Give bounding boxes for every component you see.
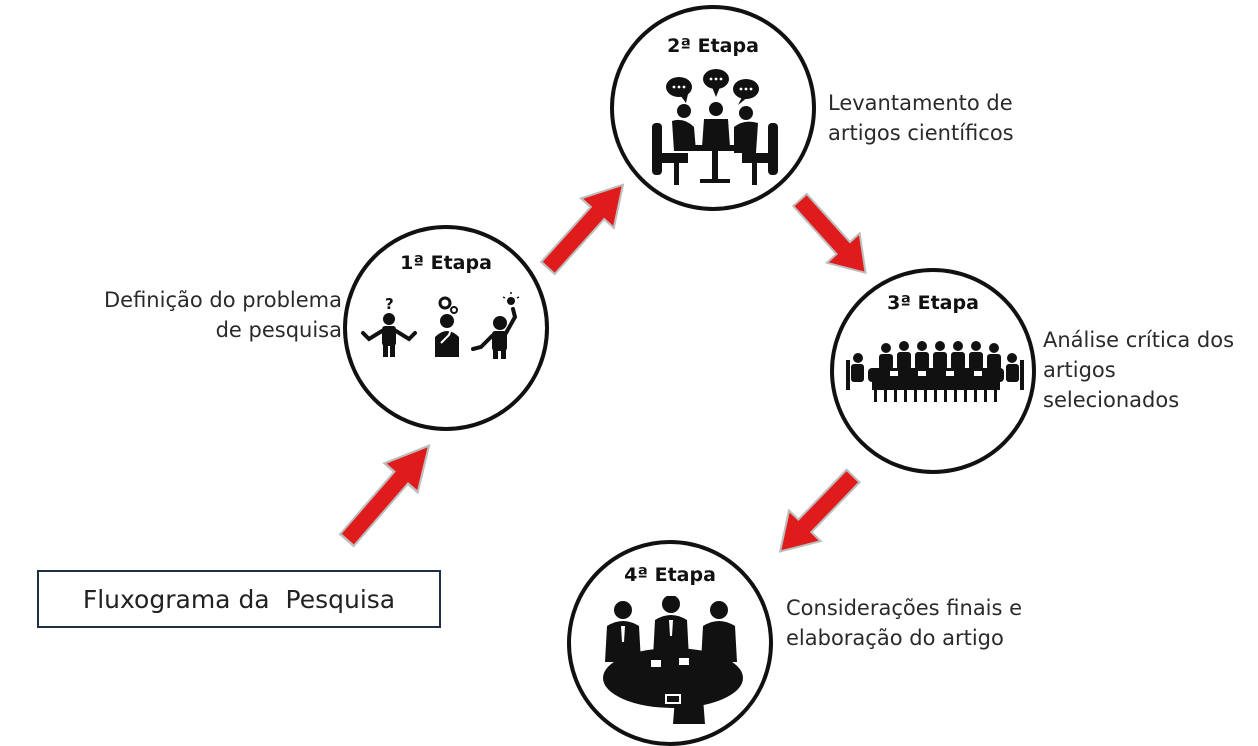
stage-1-circle: 1ª Etapa ? — [343, 225, 549, 431]
stage-1-title: 1ª Etapa — [400, 252, 492, 274]
stage-3-title: 3ª Etapa — [887, 292, 979, 314]
stage-4-caption-line-2: elaboração do artigo — [786, 626, 1004, 650]
conference-table-icon — [846, 341, 1024, 402]
stage-4-title: 4ª Etapa — [624, 564, 716, 586]
stage-3-caption-line-1: Análise crítica dos — [1043, 328, 1235, 352]
stage-4-caption-line-1: Considerações finais e — [786, 596, 1023, 620]
people-thinking-icon: ? — [361, 292, 520, 359]
stage-3-caption: Análise crítica dos artigos selecionados — [1043, 325, 1255, 415]
discussion-table-icon — [652, 69, 778, 185]
stage-2-caption: Levantamento de artigos científicos — [828, 88, 1068, 148]
stage-1-caption-line-1: Definição do problema — [103, 288, 342, 312]
stage-1-caption: Definição do problema de pesquisa — [60, 285, 342, 345]
diagram-title-box: Fluxograma da Pesquisa — [37, 570, 441, 628]
svg-text:?: ? — [385, 295, 394, 313]
arrow-to-stage-4 — [763, 459, 870, 568]
stage-2-title: 2ª Etapa — [667, 35, 759, 57]
stage-3-caption-line-2: artigos selecionados — [1043, 358, 1180, 412]
stage-4-caption: Considerações finais e elaboração do art… — [786, 593, 1046, 653]
stage-1-caption-line-2: de pesquisa — [215, 318, 342, 342]
arrow-to-stage-3 — [782, 184, 883, 289]
stage-3-circle: 3ª Etapa — [830, 268, 1036, 474]
stage-2-caption-line-2: artigos científicos — [828, 121, 1014, 145]
arrow-to-stage-2 — [530, 168, 641, 284]
stage-2-caption-line-1: Levantamento de — [828, 91, 1013, 115]
stage-4-circle: 4ª Etapa — [567, 540, 773, 746]
diagram-title: Fluxograma da Pesquisa — [82, 584, 396, 614]
arrow-to-stage-1 — [329, 430, 447, 556]
stage-2-circle: 2ª Etapa — [610, 5, 816, 211]
round-table-meeting-icon — [603, 596, 743, 724]
